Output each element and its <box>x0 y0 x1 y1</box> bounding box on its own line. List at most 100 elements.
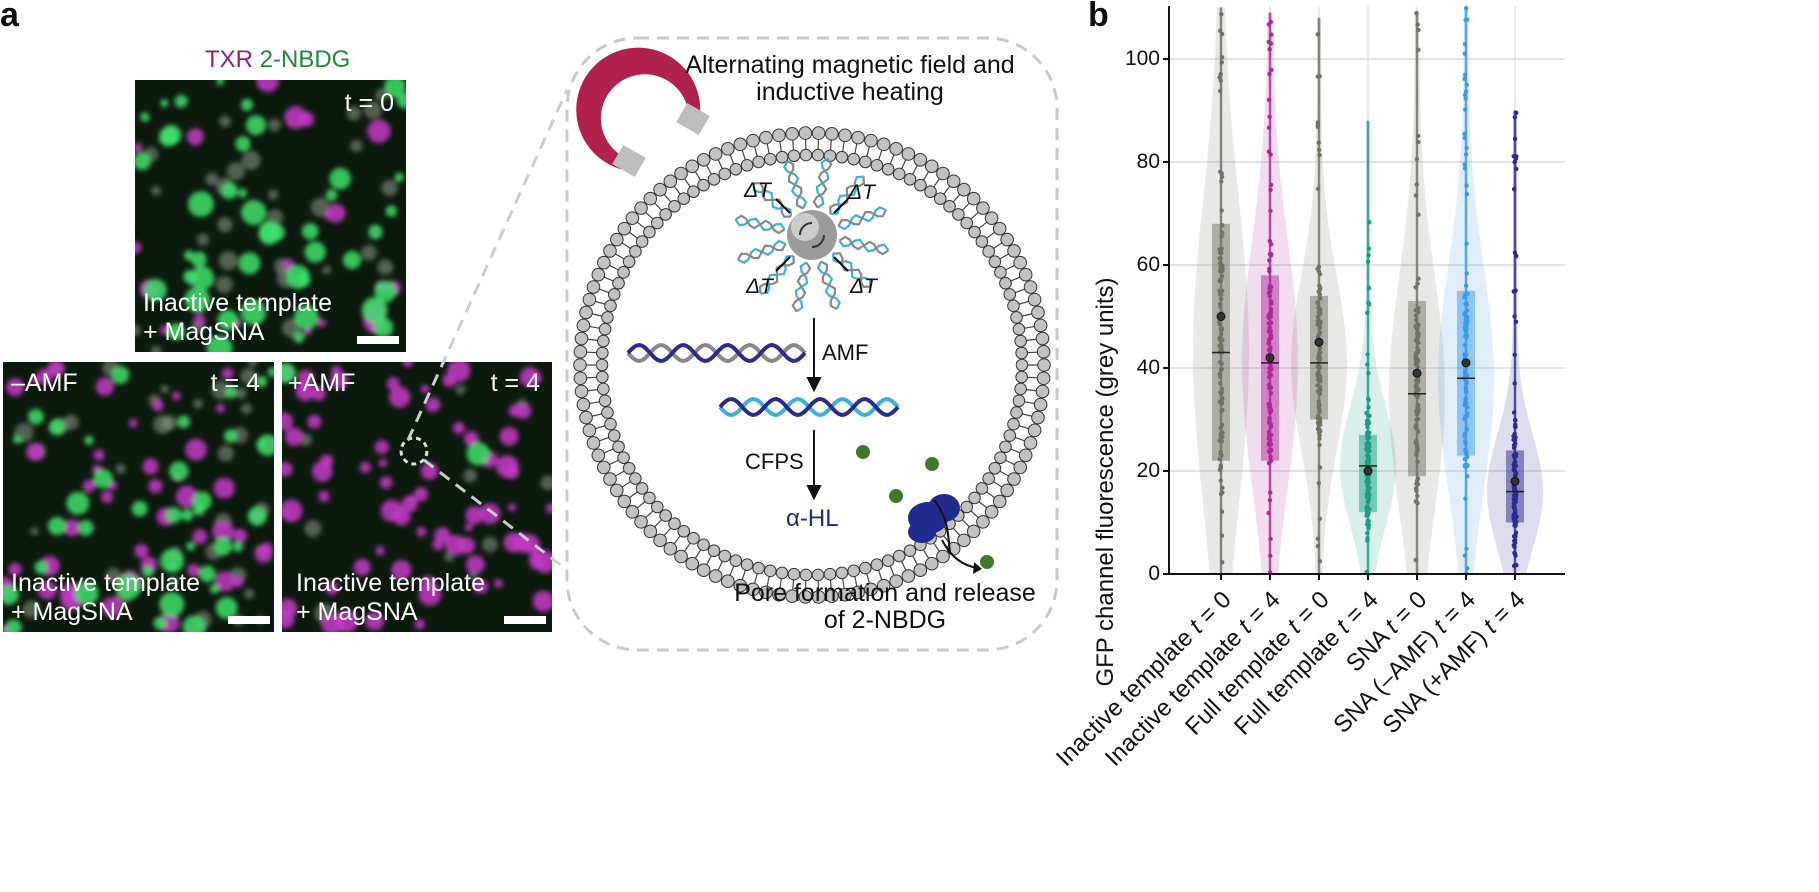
data-point <box>1219 179 1224 184</box>
data-point <box>1463 395 1469 401</box>
data-point <box>1317 283 1322 288</box>
data-point <box>1464 546 1469 551</box>
data-point <box>1366 405 1371 410</box>
data-point <box>1462 166 1468 171</box>
data-point <box>1219 230 1225 236</box>
data-point <box>1513 424 1518 430</box>
data-point <box>1512 115 1518 120</box>
data-point <box>1413 452 1419 457</box>
data-point <box>1316 401 1322 407</box>
data-point <box>1220 223 1225 228</box>
data-point <box>1267 432 1273 438</box>
mean-marker <box>1265 353 1275 363</box>
data-point <box>1415 394 1420 400</box>
data-point <box>1219 391 1224 396</box>
mean-marker <box>1216 312 1226 321</box>
data-point <box>1512 544 1517 550</box>
data-point <box>1462 456 1468 462</box>
data-point <box>1315 364 1321 369</box>
data-point <box>1218 72 1223 77</box>
data-point <box>1511 410 1517 415</box>
data-point <box>1266 149 1272 154</box>
data-point <box>1413 384 1419 389</box>
micrograph-plus-amf-time: t = 4 <box>490 369 540 397</box>
data-point <box>1365 518 1370 524</box>
data-point <box>1267 258 1272 263</box>
micrograph-minus-amf-condition: –AMF <box>11 369 78 397</box>
data-point <box>1413 557 1418 563</box>
diagram-title-1: Alternating magnetic field and <box>685 51 1015 79</box>
micrograph-top: t = 0 Inactive template + MagSNA <box>135 80 406 352</box>
data-point <box>1317 516 1323 522</box>
data-point <box>1512 381 1517 386</box>
data-point <box>1268 284 1274 290</box>
data-point <box>1218 169 1223 174</box>
data-point <box>1463 321 1468 326</box>
data-point <box>1316 309 1322 315</box>
data-point <box>1462 311 1467 316</box>
data-point <box>1219 386 1225 392</box>
data-point <box>1217 88 1223 94</box>
data-point <box>1366 370 1371 376</box>
data-point <box>1267 71 1272 77</box>
data-point <box>1462 417 1467 422</box>
data-point <box>1512 438 1518 443</box>
data-point <box>1315 266 1320 272</box>
data-point <box>1462 162 1467 167</box>
data-point <box>1315 413 1321 419</box>
data-point <box>1416 276 1421 281</box>
data-point <box>1462 131 1467 137</box>
delta-t-label-tl: ΔT <box>744 179 771 202</box>
micrograph-top-caption-1: Inactive template <box>143 289 332 317</box>
data-point <box>1463 152 1469 157</box>
data-point <box>1413 351 1419 356</box>
data-point <box>1413 486 1419 491</box>
data-point <box>1462 51 1468 56</box>
data-point <box>1415 403 1421 408</box>
data-point <box>1268 422 1274 427</box>
data-point <box>1318 296 1323 301</box>
data-point <box>1462 431 1468 436</box>
data-point <box>1268 241 1274 247</box>
data-point <box>1315 356 1321 361</box>
mean-marker <box>1412 368 1422 378</box>
data-point <box>1316 322 1321 327</box>
data-point <box>1268 553 1273 559</box>
data-point <box>1464 413 1469 419</box>
violin-7 <box>1487 110 1543 574</box>
data-point <box>1366 302 1372 307</box>
data-point <box>1462 92 1468 98</box>
data-point <box>1464 82 1469 88</box>
data-point <box>1219 361 1224 366</box>
data-point <box>1464 191 1470 197</box>
data-point <box>1511 497 1516 502</box>
data-point <box>1317 427 1322 432</box>
data-point <box>1269 447 1274 453</box>
data-point <box>1317 288 1322 293</box>
y-tick-label: 40 <box>1136 356 1160 379</box>
micrograph-top-time: t = 0 <box>344 89 394 117</box>
cfps-label: CFPS <box>745 449 804 474</box>
data-point <box>1463 96 1468 101</box>
data-point <box>1511 563 1517 569</box>
data-point <box>1365 456 1371 462</box>
data-point <box>1218 342 1224 348</box>
legend-txr: TXR <box>205 46 253 73</box>
data-point <box>1464 381 1469 386</box>
data-point <box>1266 315 1271 320</box>
data-point <box>1217 247 1222 252</box>
data-point <box>1511 504 1516 509</box>
data-point <box>1513 463 1518 468</box>
data-point <box>1317 465 1323 470</box>
data-point <box>1315 32 1320 37</box>
data-point <box>1218 425 1223 430</box>
mean-marker <box>1363 466 1373 476</box>
data-point <box>1414 427 1420 432</box>
data-point <box>1514 253 1519 259</box>
data-point <box>1269 333 1274 339</box>
data-point <box>1366 285 1372 291</box>
data-point <box>1416 333 1421 338</box>
data-point <box>1463 17 1468 23</box>
data-point <box>1267 293 1273 299</box>
data-point <box>1267 326 1272 331</box>
